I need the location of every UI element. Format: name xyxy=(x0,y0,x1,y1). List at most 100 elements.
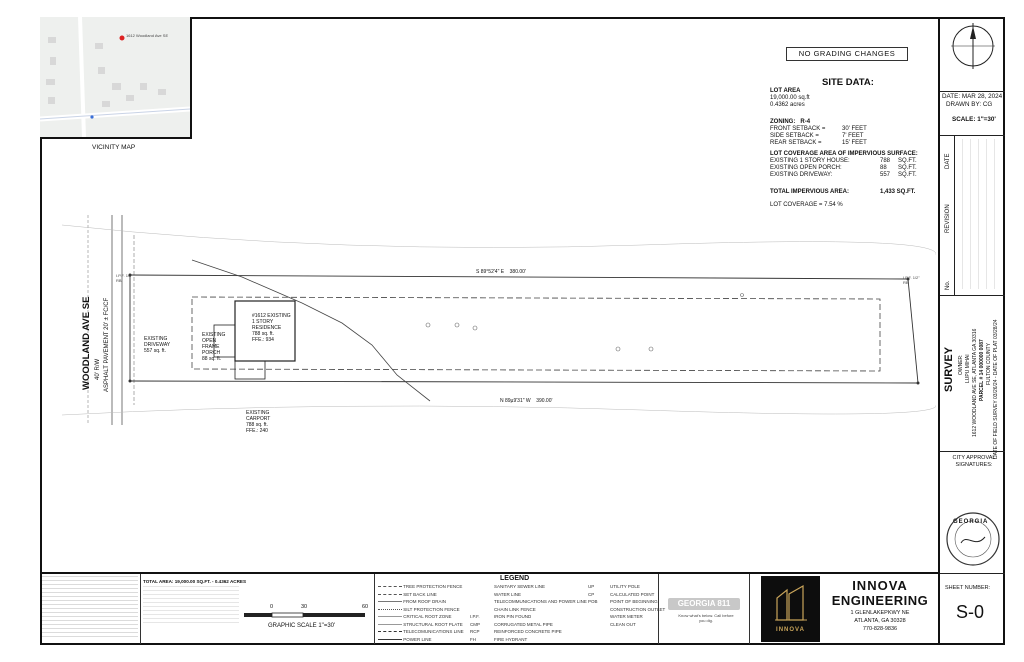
georgia-811-sub: Know what's below. Call before you dig. xyxy=(678,613,734,623)
revision-date-col: DATE xyxy=(945,153,951,169)
legend-title: LEGEND xyxy=(500,575,530,582)
georgia-811-text: GEORGIA 811 xyxy=(677,599,731,608)
owner-name: LUPU MIHAI xyxy=(965,354,971,383)
zoning-value: R-4 xyxy=(800,119,811,125)
legend-item: STRUCTURAL ROOT PLATE xyxy=(378,621,464,629)
lot-coverage: LOT COVERAGE = 7.54 % xyxy=(770,202,843,208)
legend-item: CRITICAL ROOT ZONE xyxy=(378,613,464,621)
legend-item: TREE PROTECTION FENCE xyxy=(378,583,464,591)
sheet-number-label: SHEET NUMBER: xyxy=(945,585,991,591)
drawing-scale: SCALE: 1"=30' xyxy=(952,116,996,123)
carport-label: EXISTING CARPORT xyxy=(246,410,271,422)
lot-area-acres: 0.4362 acres xyxy=(770,102,805,108)
title-block: DATE: MAR 28, 2024 DRAWN BY: CG SCALE: 1… xyxy=(938,17,1005,645)
site-plan-drawing xyxy=(61,215,936,425)
coverage-row: EXISTING DRIVEWAY: 557 SQ.FT. xyxy=(770,172,917,178)
vicinity-map-graphic xyxy=(40,17,190,137)
carport-label-block: EXISTING CARPORT 788 sq. ft. FFE.: 240 xyxy=(246,410,282,434)
north-distance: 380.00' xyxy=(509,269,526,275)
south-bearing: N 89µ9'31" W xyxy=(500,398,531,404)
total-area: TOTAL AREA: 19,000.00 SQ.FT. - 0.4362 AC… xyxy=(143,579,247,584)
north-arrow-icon xyxy=(951,23,995,69)
general-notes xyxy=(42,576,138,642)
parcel-number: PARCEL # 14 000000 0087 xyxy=(979,339,985,401)
carport-ffe: FFE.: 240 xyxy=(246,428,268,434)
owner-label: OWNER: xyxy=(958,354,964,375)
zoning-label: ZONING: xyxy=(770,119,796,125)
scale-tick: 60 xyxy=(362,604,369,610)
legend-item: FROM ROOF DRAIN xyxy=(378,598,464,606)
legend-item: TELECOMUNICATIONS LINE xyxy=(378,628,464,636)
site-data-title: SITE DATA: xyxy=(822,77,874,88)
city-approval-label: CITY APPROVAL SIGNATURES: xyxy=(952,455,996,468)
street-pavement: ASPHALT PAVEMENT 20' ± FC/CF xyxy=(104,297,110,392)
vicinity-map: 1612 Woodland Ave SE xyxy=(40,17,192,139)
setback-row: REAR SETBACK =15' FEET xyxy=(770,140,867,146)
company-name-2: ENGINEERING xyxy=(831,593,929,608)
iron-pin-label: I.P.F. 1/2" RB xyxy=(116,273,133,283)
coverage-title: LOT COVERAGE AREA OF IMPERVIOUS SURFACE: xyxy=(770,151,918,157)
total-impervious-row: TOTAL IMPERVIOUS AREA: 1,433 SQ.FT. xyxy=(770,189,916,195)
legend-item: SET BACK LINE xyxy=(378,591,464,599)
scale-tick: 30 xyxy=(301,604,308,610)
legend-item: CLEAN OUT xyxy=(610,621,636,627)
driveway-label: EXISTING DRIVEWAY xyxy=(144,336,171,348)
building-logo-icon xyxy=(775,584,807,621)
porch-label-block: EXISTING OPEN FRAME PORCH 88 sq. ft. xyxy=(202,332,232,362)
legend-col-2: SANITARY SEWER LINE WATER LINE TELECOMMU… xyxy=(470,583,587,643)
county: FULTON COUNTY xyxy=(986,342,992,385)
grading-note-box: NO GRADING CHANGES xyxy=(786,47,908,61)
drawn-by: DRAWN BY: CG xyxy=(946,101,993,108)
graphic-scale-label: GRAPHIC SCALE 1"=30' xyxy=(268,623,336,629)
company-block: INNOVA ENGINEERING 1 GLENLAKEPKWY NE ATL… xyxy=(822,578,938,633)
innova-logo-word: INNOVA xyxy=(776,627,805,633)
scale-tick: 0 xyxy=(270,604,274,610)
drawing-date: DATE: MAR 28, 2024 xyxy=(942,93,1003,100)
street-name: WOODLAND AVE SE xyxy=(81,296,92,390)
legend-col-1: TREE PROTECTION FENCE SET BACK LINE FROM… xyxy=(378,583,464,643)
site-data-block: LOT AREA 19,000.00 sq.ft 0.4362 acres ZO… xyxy=(770,88,930,209)
sheet-number: S-0 xyxy=(956,602,985,622)
legend-item: I.P.F.IRON PIN FOUND xyxy=(470,614,532,619)
house-label: #1612 EXISTING 1 STORY RESIDENCE xyxy=(252,313,291,331)
revision-no-col: No. xyxy=(945,280,951,290)
driveway-label-block: EXISTING DRIVEWAY 557 sq. ft. xyxy=(144,336,178,354)
company-name-1: INNOVA xyxy=(852,578,908,593)
legend-item: WATER LINE xyxy=(494,591,522,597)
seal-text: GEORGIA xyxy=(953,519,989,525)
setback-row: FRONT SETBACK =30' FEET xyxy=(770,126,867,132)
innova-logo: INNOVA xyxy=(761,576,820,642)
setback-row: SIDE SETBACK =7' FEET xyxy=(770,133,864,139)
house-label-block: #1612 EXISTING 1 STORY RESIDENCE 788 sq.… xyxy=(252,313,292,343)
grading-note: NO GRADING CHANGES xyxy=(798,49,896,58)
legend-item: TELECOMMUNICATIONS AND POWER LINE xyxy=(494,599,587,604)
company-address-1: 1 GLENLAKEPKWY NE xyxy=(850,610,910,616)
carport-area: 788 sq. ft. xyxy=(246,422,268,428)
legend-item: SILT PROTECTION FENCE xyxy=(378,606,464,614)
property-address: 1612 WOODLAND AVE SE, ATLANTA GA 30316 xyxy=(972,328,978,437)
iron-pin-label: I.P.F. 1/2" RB xyxy=(903,275,920,285)
north-bearing: S 89°52'4" E xyxy=(476,269,505,275)
legend-item: CONSTRUCTION OUTLET xyxy=(610,606,666,612)
south-distance: 390.00' xyxy=(536,398,553,404)
coverage-row: EXISTING 1 STORY HOUSE: 788 SQ.FT. xyxy=(770,158,917,164)
revision-col: REVISION xyxy=(945,204,951,233)
company-phone: 770-828-9836 xyxy=(862,626,898,632)
vicinity-map-label: VICINITY MAP xyxy=(92,144,136,151)
bottom-strip-divider xyxy=(40,572,938,574)
coverage-row: EXISTING OPEN PORCH: 88 SQ.FT. xyxy=(770,165,917,171)
legend-item: WATER METER xyxy=(610,614,643,619)
vicinity-pin-caption: 1612 Woodland Ave SE xyxy=(126,33,169,38)
company-address-2: ATLANTA, GA 30328 xyxy=(854,618,906,624)
street-width: 40' R/W xyxy=(95,358,101,380)
driveway-area: 557 sq. ft. xyxy=(144,348,166,354)
engineer-seal-icon xyxy=(946,512,1000,566)
legend-item: CHAIN LINK FENCE xyxy=(494,606,536,612)
georgia-811-logo: GEORGIA 811 xyxy=(668,598,740,610)
lot-area-sqft: 19,000.00 sq.ft xyxy=(770,95,810,101)
legend-item: SANITARY SEWER LINE xyxy=(494,584,546,589)
